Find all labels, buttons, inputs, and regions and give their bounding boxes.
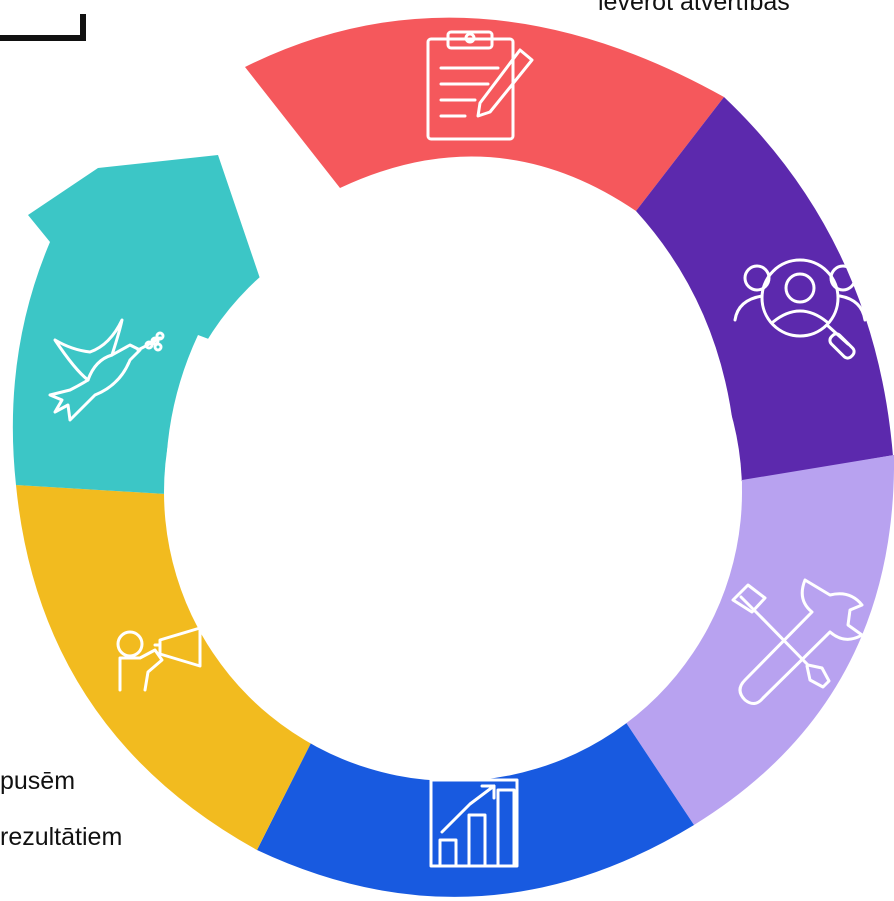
wrench-screwdriver-icon <box>731 578 864 705</box>
people-search-icon <box>733 258 867 360</box>
segment-announce <box>16 485 323 850</box>
corner-bracket <box>0 14 86 41</box>
segment-research <box>636 97 894 482</box>
top-right-text-fragment: ieverot atvērtības <box>598 0 790 16</box>
ring-center <box>164 203 742 781</box>
bottom-left-text-line-1: pusēm <box>0 767 76 795</box>
megaphone-person-icon <box>116 626 202 692</box>
dove-icon <box>48 318 165 422</box>
clipboard-pencil-icon <box>426 30 534 141</box>
bar-chart-arrow-icon <box>429 778 519 868</box>
segment-peace <box>12 155 268 494</box>
segment-tools <box>611 455 894 825</box>
bottom-left-text-line-2: rezultātiem <box>0 823 123 851</box>
